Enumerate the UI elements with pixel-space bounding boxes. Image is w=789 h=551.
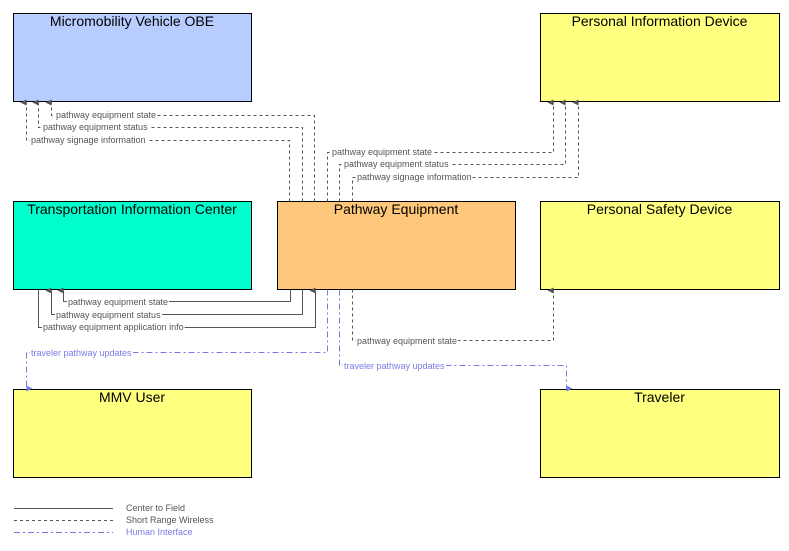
flow-line[interactable]: [352, 99, 579, 202]
flow-label: pathway equipment state: [357, 336, 457, 346]
flow-pe-to-mvobe[interactable]: pathway equipment state: [45, 99, 315, 202]
legend-label: Center to Field: [126, 503, 185, 513]
legend-item-center-to-field: Center to Field: [14, 503, 185, 513]
flow-label: pathway equipment state: [332, 147, 432, 157]
node-mvobe[interactable]: Micromobility Vehicle OBE: [13, 13, 252, 102]
flow-line[interactable]: [32, 99, 303, 202]
node-label: MMV User: [99, 389, 165, 405]
flow-pe-to-psd[interactable]: pathway equipment state: [352, 287, 554, 347]
flow-pe-to-pid[interactable]: pathway signage information: [352, 99, 579, 202]
node-label: Traveler: [634, 389, 685, 405]
node-pid[interactable]: Personal Information Device: [540, 13, 780, 102]
legend-item-short-range-wireless: Short Range Wireless: [14, 515, 214, 525]
flow-line[interactable]: [45, 287, 303, 315]
flow-line[interactable]: [327, 99, 554, 202]
node-trav[interactable]: Traveler: [540, 389, 780, 478]
flow-label: pathway equipment application info: [43, 322, 184, 332]
node-box[interactable]: [13, 389, 252, 478]
node-mmv[interactable]: MMV User: [13, 389, 252, 478]
flow-pe-to-mmv[interactable]: traveler pathway updates: [26, 289, 328, 392]
flow-pe-to-pid[interactable]: pathway equipment status: [339, 99, 566, 202]
flow-pe-to-tic[interactable]: pathway equipment state: [57, 287, 291, 308]
flow-pe-to-tic[interactable]: pathway equipment status: [45, 287, 303, 321]
flow-pe-to-mvobe[interactable]: pathway equipment status: [32, 99, 303, 202]
node-box[interactable]: [540, 389, 780, 478]
node-box[interactable]: [13, 201, 252, 290]
flow-label: pathway equipment status: [56, 310, 161, 320]
node-label: Pathway Equipment: [334, 201, 459, 217]
flow-label: pathway signage information: [357, 172, 472, 182]
flow-label: traveler pathway updates: [344, 361, 445, 371]
node-box[interactable]: [540, 13, 780, 102]
node-psd[interactable]: Personal Safety Device: [540, 201, 780, 290]
flow-line[interactable]: [45, 99, 315, 202]
flow-line[interactable]: [339, 289, 573, 392]
node-box[interactable]: [13, 13, 252, 102]
legend-item-human-interface: Human Interface: [14, 527, 193, 537]
node-box[interactable]: [277, 201, 516, 290]
flow-tic-to-pe[interactable]: pathway equipment application info: [38, 287, 316, 333]
flow-pe-to-pid[interactable]: pathway equipment state: [327, 99, 554, 202]
legend-label: Human Interface: [126, 527, 193, 537]
flow-label: pathway signage information: [31, 135, 146, 145]
flow-label: pathway equipment state: [56, 110, 156, 120]
node-pe[interactable]: Pathway Equipment: [277, 201, 516, 290]
flow-line[interactable]: [26, 289, 328, 392]
flow-line[interactable]: [57, 287, 291, 302]
flow-pe-to-trav[interactable]: traveler pathway updates: [339, 289, 573, 392]
flow-label: pathway equipment status: [43, 122, 148, 132]
flow-label: pathway equipment status: [344, 159, 449, 169]
node-tic[interactable]: Transportation Information Center: [13, 201, 252, 290]
node-label: Micromobility Vehicle OBE: [50, 13, 214, 29]
node-label: Personal Safety Device: [587, 201, 733, 217]
flow-pe-to-mvobe[interactable]: pathway signage information: [20, 99, 290, 202]
legend-label: Short Range Wireless: [126, 515, 214, 525]
flow-line[interactable]: [352, 287, 554, 341]
flow-label: traveler pathway updates: [31, 348, 132, 358]
node-label: Personal Information Device: [572, 13, 748, 29]
flow-line[interactable]: [20, 99, 290, 202]
node-label: Transportation Information Center: [27, 201, 237, 217]
flow-label: pathway equipment state: [68, 297, 168, 307]
node-box[interactable]: [540, 201, 780, 290]
flow-line[interactable]: [339, 99, 566, 202]
